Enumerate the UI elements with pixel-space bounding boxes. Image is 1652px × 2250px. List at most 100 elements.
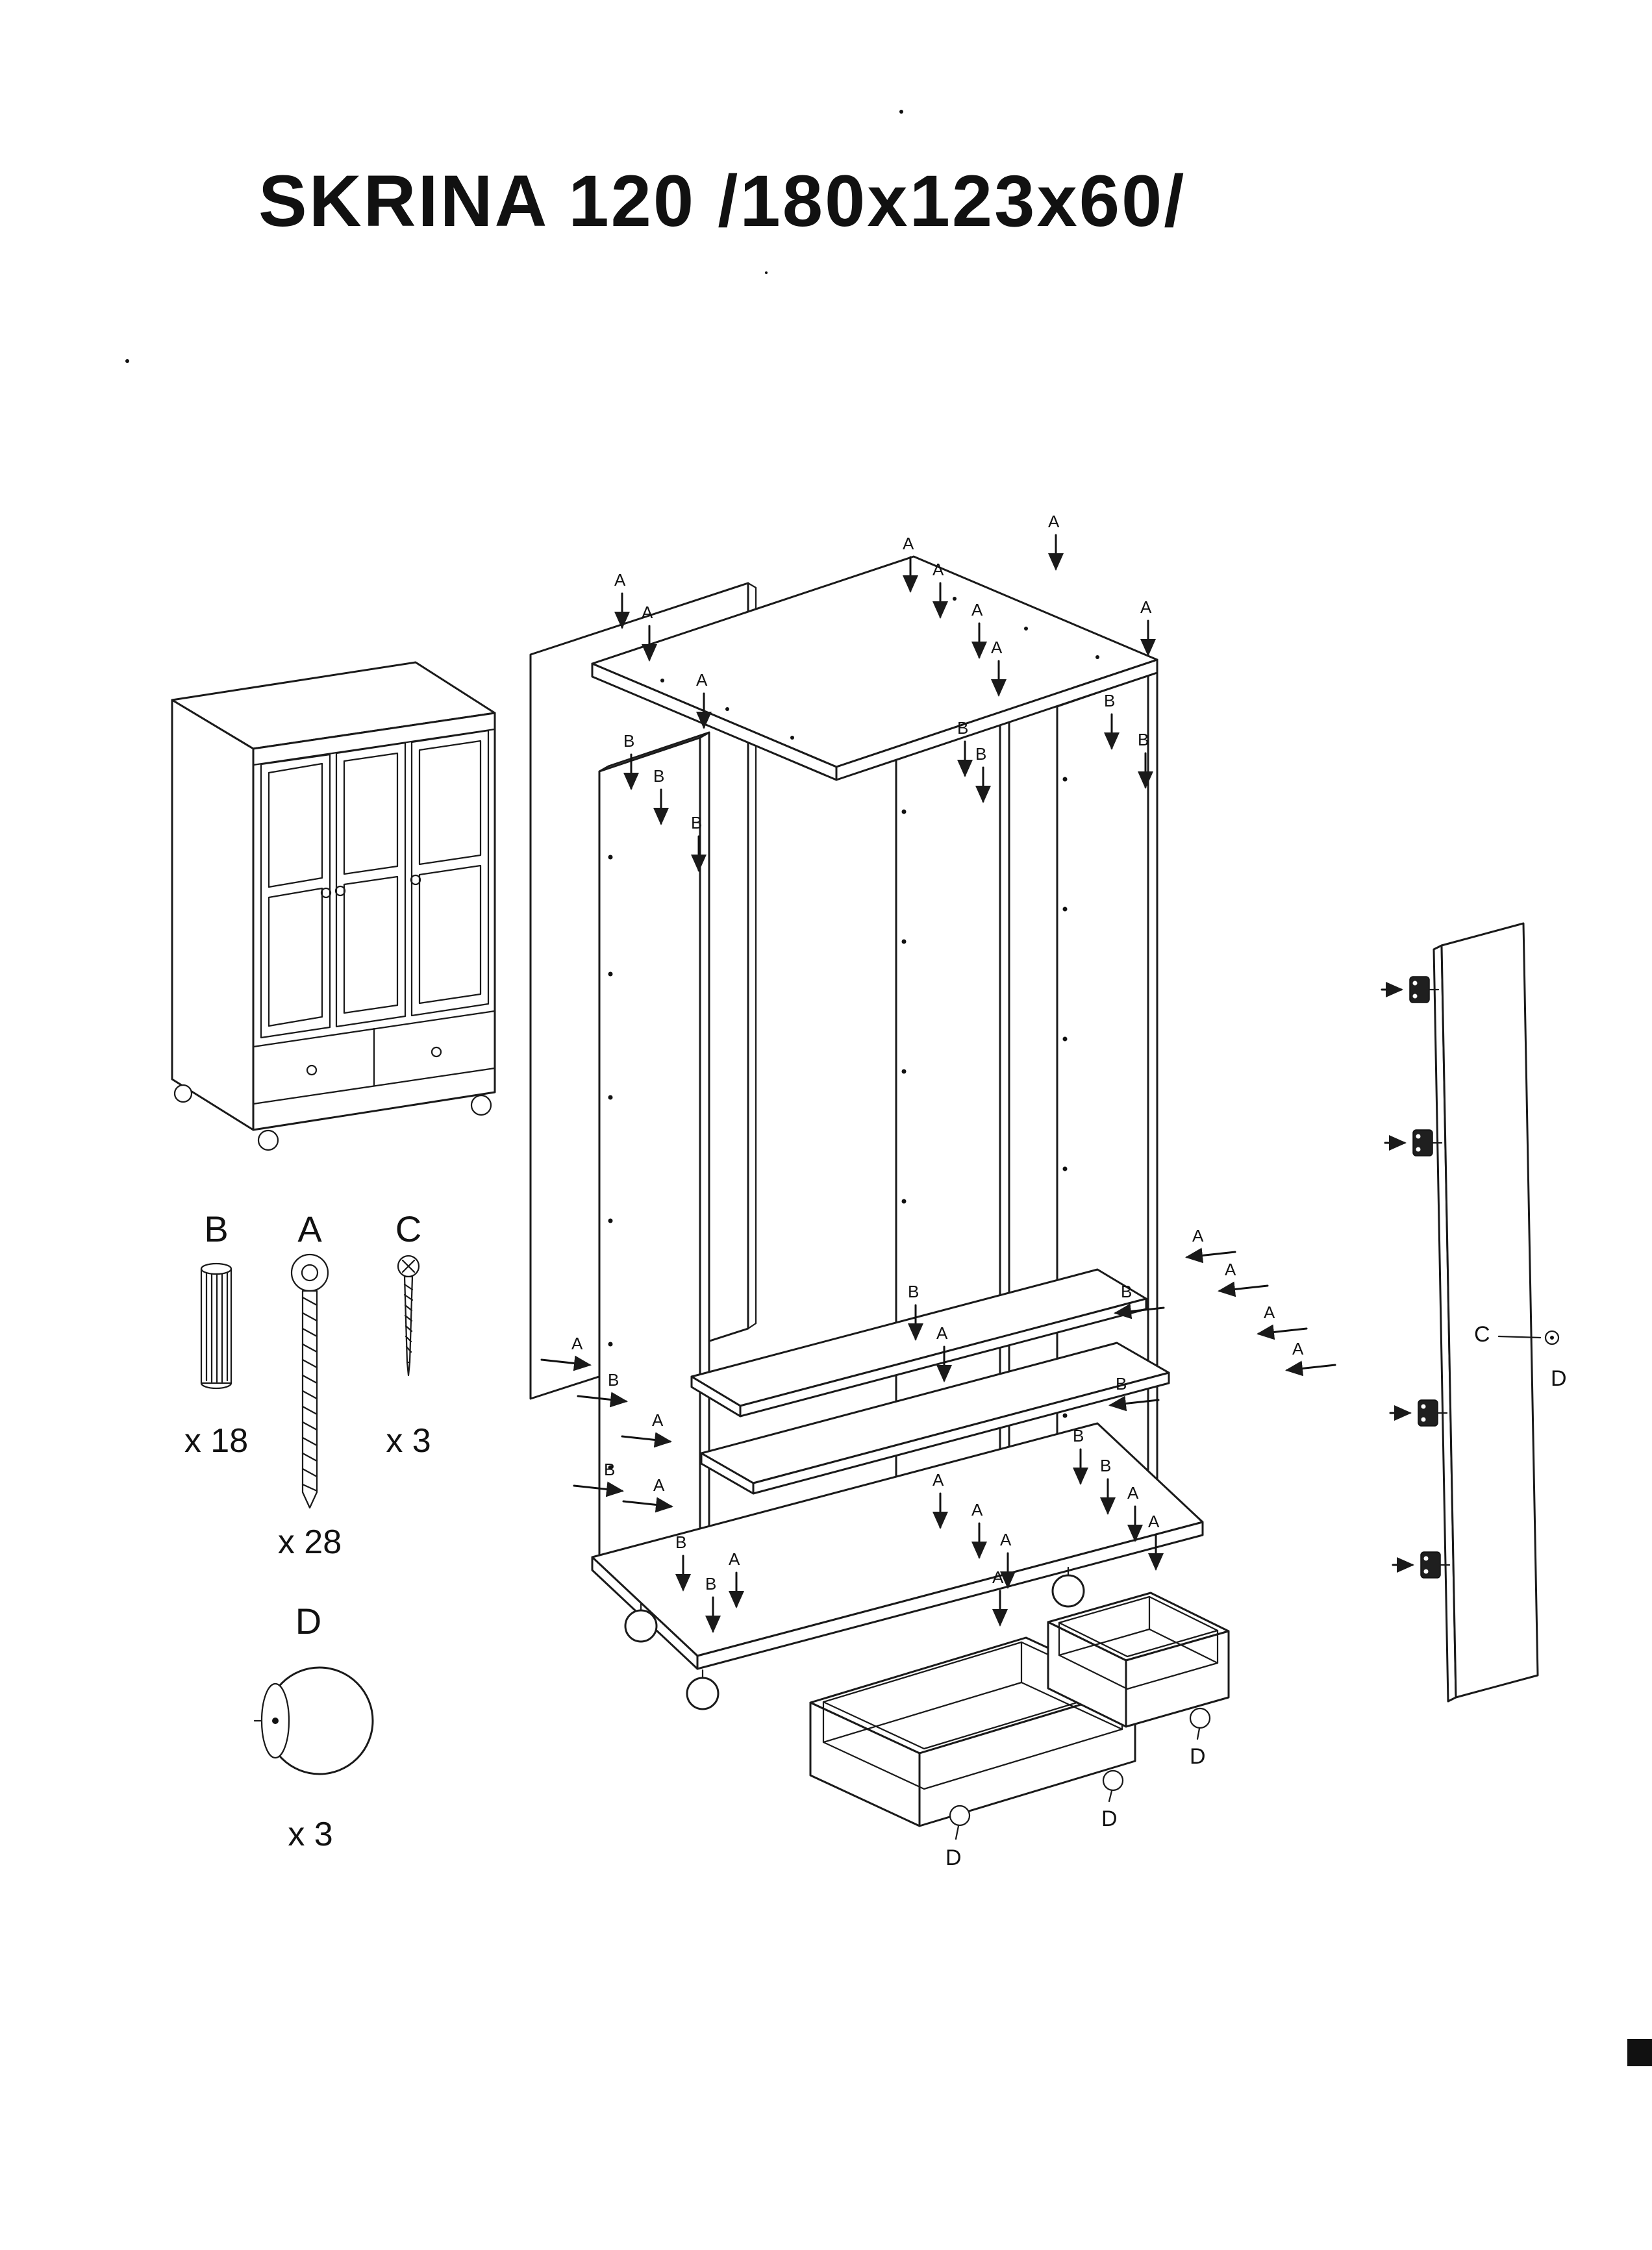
callout-label-a: A (1000, 1530, 1012, 1549)
exploded-view (529, 555, 1204, 1670)
callout-label-b: B (623, 731, 634, 751)
fastener-arrow (1108, 1395, 1160, 1412)
callout-label-b: B (957, 718, 968, 738)
callout-label-b: B (1100, 1456, 1111, 1475)
thumb-drawer-knob (431, 1046, 442, 1058)
hardware-legend: B A C x 18 x 28 x 3 D (184, 1208, 431, 1853)
callout-label-a: A (971, 1500, 983, 1519)
hinge-icon (1381, 976, 1440, 1003)
callout-label-b: B (1116, 1374, 1127, 1394)
callout-label-a: A (571, 1334, 583, 1353)
fastener-arrow (573, 1481, 624, 1497)
screw-icon (397, 1255, 420, 1377)
thumb-door-knob (320, 887, 332, 899)
callout-label-b: B (604, 1460, 615, 1479)
dowel-icon (200, 1262, 232, 1390)
assembled-wardrobe-thumbnail (171, 661, 496, 1151)
callout-label-b: B (608, 1370, 619, 1390)
shelf-lower (700, 1342, 1170, 1495)
drawers: D D D (809, 1592, 1230, 1870)
thumb-door-knob (334, 885, 346, 897)
callout-label-a: A (652, 1410, 664, 1430)
top-panel (591, 555, 1158, 781)
thumb-door-middle (335, 742, 407, 1028)
callout-label-b: B (908, 1282, 919, 1301)
fastener-arrow (1185, 1247, 1236, 1264)
cabinet-foot (686, 1677, 720, 1710)
callout-label-a: A (903, 534, 914, 553)
callout-label-a: A (1140, 597, 1152, 617)
callout-label-a: A (971, 600, 983, 619)
cabinet-foot (624, 1609, 658, 1643)
callout-label-a: A (614, 570, 626, 590)
scan-specks (125, 110, 1652, 2066)
bolt-icon (290, 1253, 329, 1509)
thumb-door-right (410, 729, 490, 1017)
thumb-drawer-knob (306, 1064, 318, 1076)
fastener-arrow (540, 1355, 592, 1371)
thumb-foot (257, 1129, 279, 1151)
callout-label-b: B (1121, 1282, 1132, 1301)
hinge-icon (1392, 1551, 1451, 1579)
callout-label-a: A (992, 1568, 1004, 1587)
callout-label-b: B (705, 1574, 716, 1594)
thumb-foot (173, 1084, 193, 1103)
foot-icon (253, 1666, 374, 1775)
legend-label-foot: D (295, 1601, 321, 1642)
drawer-foot-label: D (1101, 1806, 1118, 1831)
fastener-arrow (1285, 1360, 1336, 1377)
fastener-arrow (577, 1392, 628, 1408)
drawer-foot (1102, 1769, 1124, 1792)
thumb-foot (470, 1094, 492, 1116)
legend-label-bolt: A (297, 1208, 322, 1249)
drawer-foot (1189, 1707, 1211, 1729)
callout-label-a: A (932, 1470, 944, 1490)
callout-label-b: B (691, 813, 702, 832)
drawer-small (1047, 1592, 1230, 1728)
callout-label-b: B (1138, 730, 1149, 749)
page-title: SKRINA 120 /180x123x60/ (258, 160, 1186, 242)
legend-label-dowel: B (204, 1208, 228, 1249)
fastener-arrow (1218, 1281, 1269, 1297)
callout-label-b: B (675, 1532, 686, 1552)
callout-label-a: A (653, 1475, 665, 1495)
callout-label-a: A (1048, 512, 1060, 531)
door-screw-label: C (1474, 1322, 1490, 1347)
callout-label-a: A (642, 603, 653, 622)
drawer-feet: D D D (945, 1707, 1211, 1870)
fastener-arrow (1257, 1324, 1308, 1340)
legend-qty-foot: x 3 (288, 1816, 332, 1853)
fastener-arrow (1114, 1303, 1165, 1319)
hinge-icon (1384, 1129, 1443, 1156)
callout-label-b: B (1104, 691, 1115, 710)
drawer-foot (949, 1805, 971, 1827)
drawer-foot-label: D (945, 1845, 962, 1870)
door-knob-label: D (1551, 1366, 1567, 1391)
callout-label-a: A (1127, 1483, 1139, 1503)
callout-label-a: A (1192, 1226, 1204, 1245)
legend-label-screw: C (395, 1208, 421, 1249)
thumb-door-knob (410, 874, 421, 886)
callout-label-b: B (1073, 1426, 1084, 1445)
cabinet-foot (1051, 1574, 1085, 1608)
callout-label-a: A (1292, 1339, 1304, 1358)
page-edge-mark (1627, 2039, 1652, 2066)
callout-label-a: A (1148, 1512, 1160, 1531)
cabinet-feet (624, 1566, 1085, 1710)
callout-label-a: A (696, 670, 708, 690)
callout-label-b: B (975, 744, 986, 764)
callout-label-a: A (1225, 1260, 1236, 1279)
door-panel: C D (1381, 922, 1567, 1703)
legend-qty-bolt: x 28 (278, 1523, 342, 1561)
callout-label-a: A (1264, 1303, 1275, 1322)
drawer-foot-label: D (1190, 1744, 1206, 1769)
fastener-arrow (622, 1497, 673, 1513)
callout-label-a: A (729, 1549, 740, 1569)
hinge-icon (1389, 1399, 1448, 1427)
callout-label-a: A (936, 1323, 948, 1343)
callout-label-a: A (991, 638, 1003, 657)
side-panel-left (598, 731, 710, 1575)
